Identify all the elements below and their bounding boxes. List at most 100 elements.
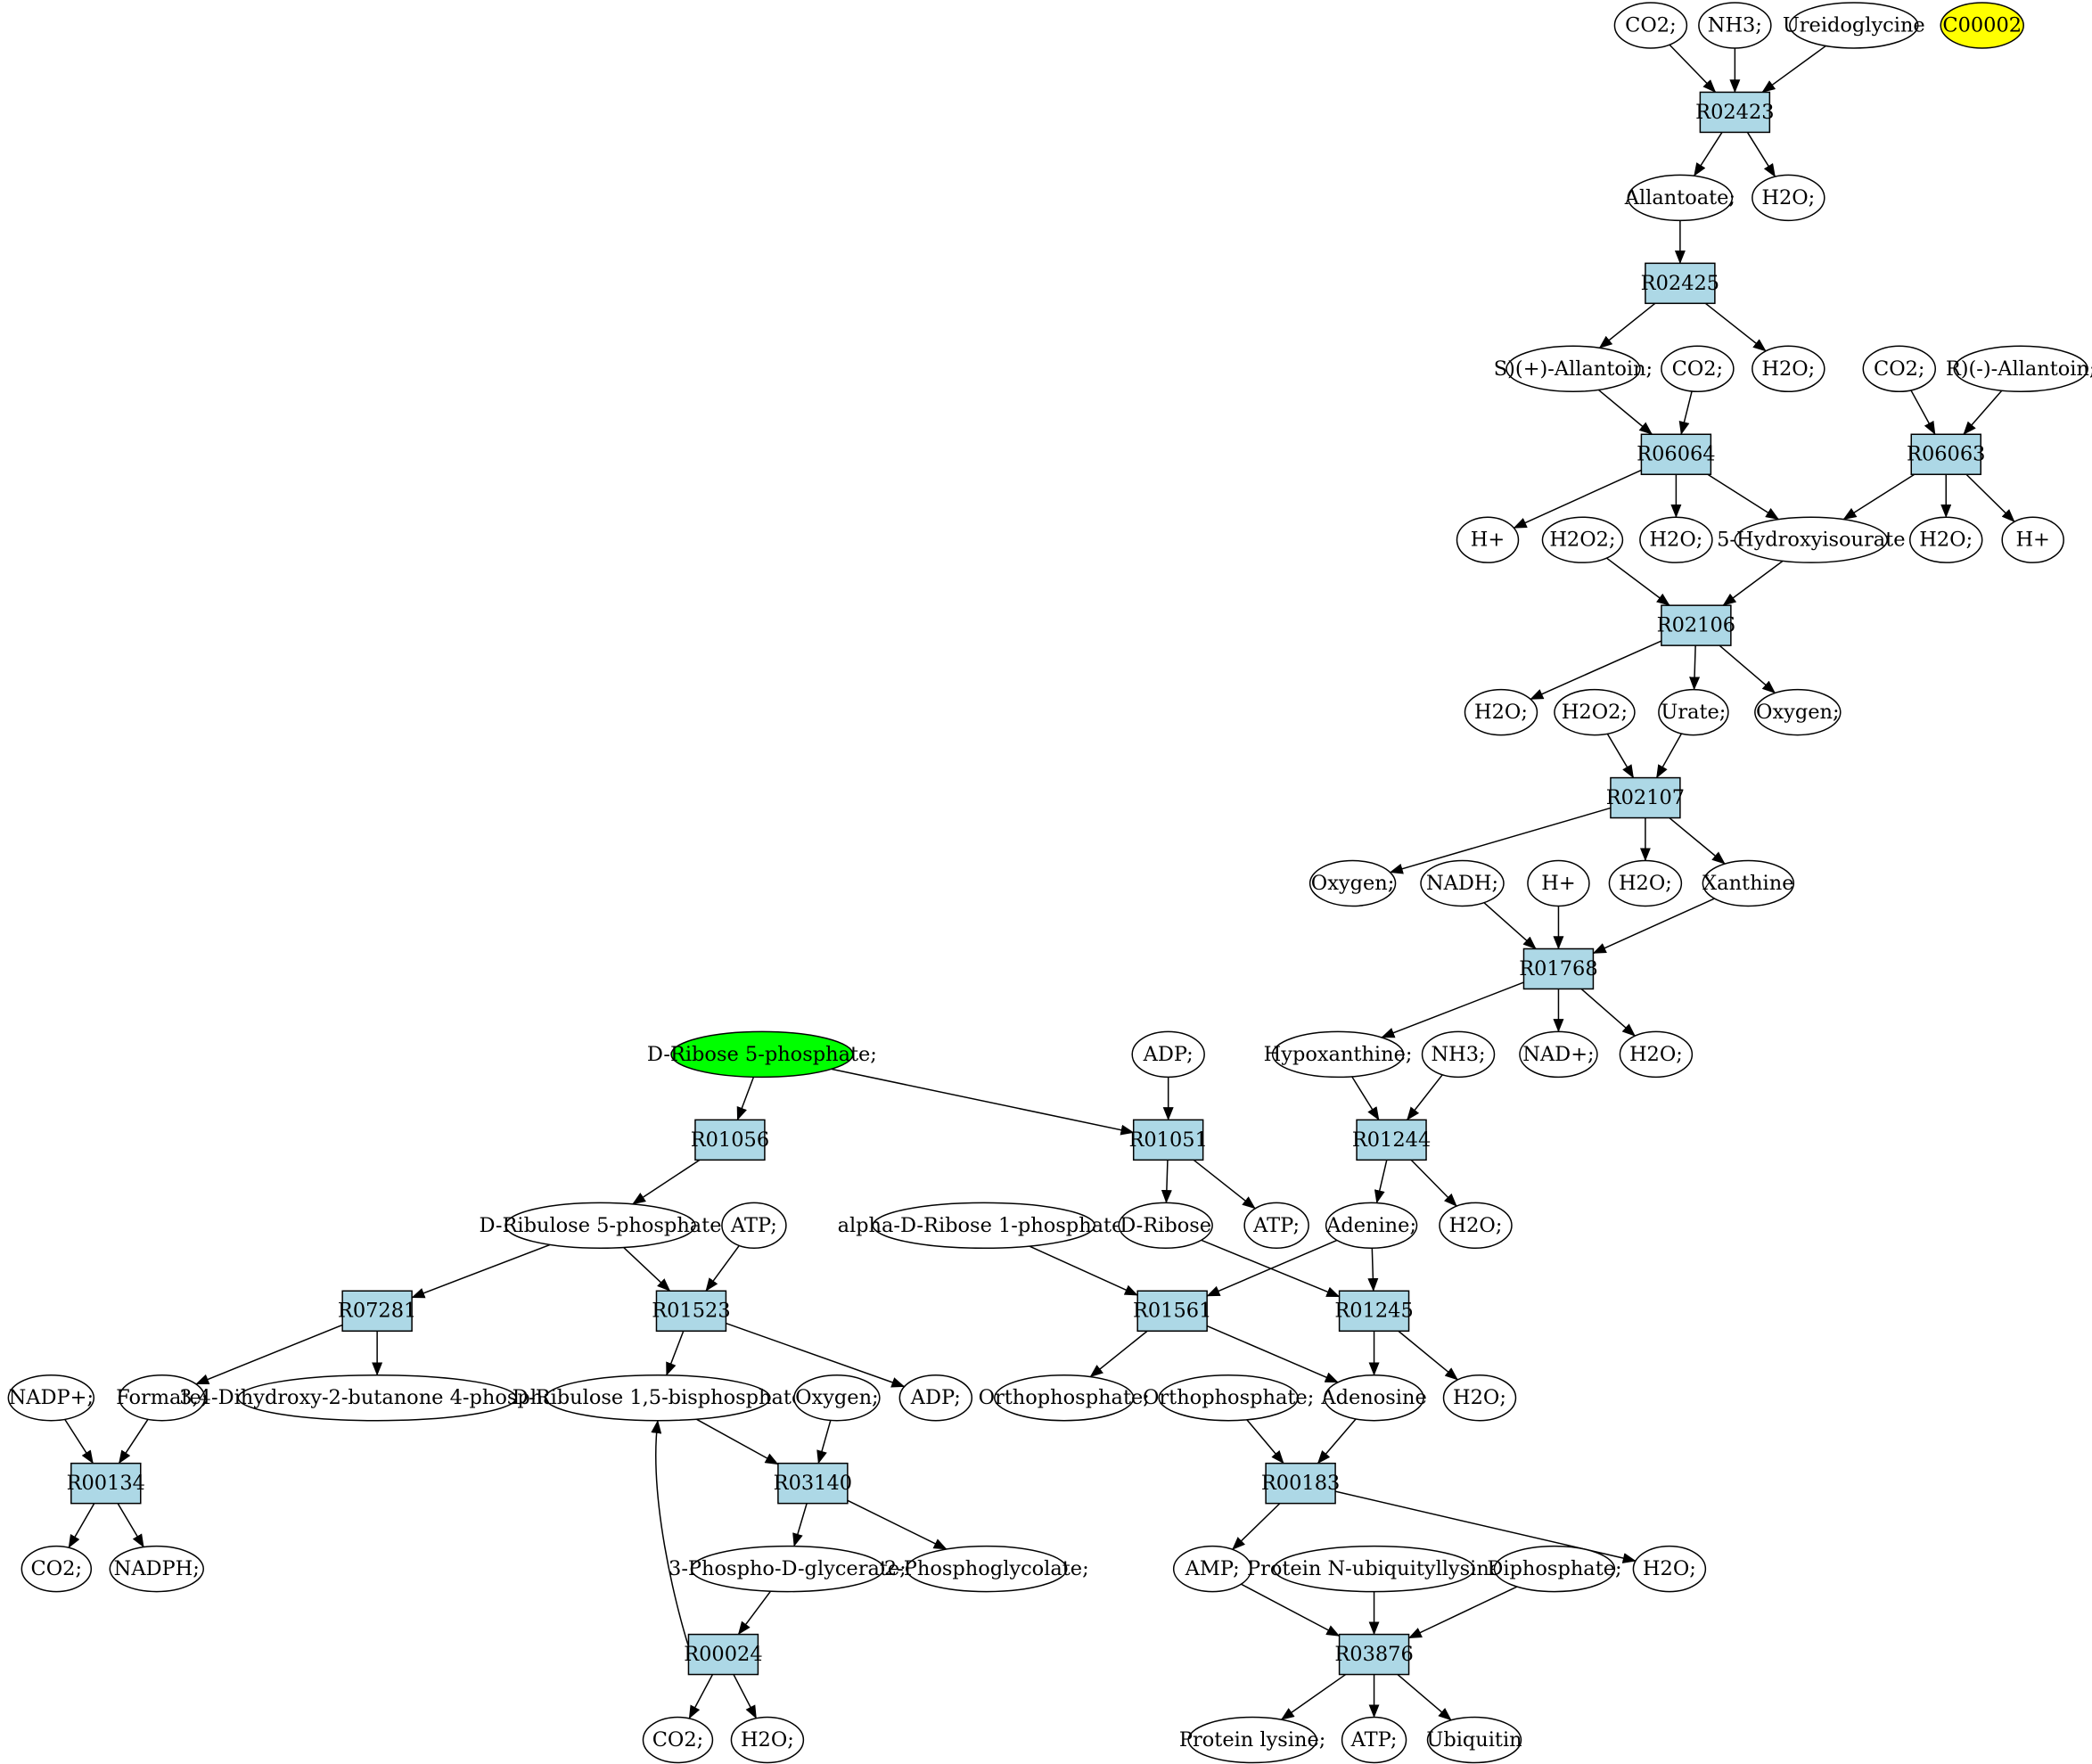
reaction-node-r_R01561[interactable]: R01561 bbox=[1133, 1290, 1211, 1332]
reaction-node-r_R01244[interactable]: R01244 bbox=[1352, 1119, 1431, 1161]
compound-node-c_c00002[interactable]: C00002 bbox=[1940, 2, 2024, 49]
edge-r_R02425-to-c_h2o_b bbox=[1704, 302, 1767, 352]
compound-node-c_h2o_h[interactable]: H2O; bbox=[1439, 1202, 1513, 1250]
compound-node-c_atp_a[interactable]: ATP; bbox=[721, 1202, 787, 1250]
compound-node-c_co2_b[interactable]: CO2; bbox=[1661, 345, 1735, 393]
reaction-node-r_R02425[interactable]: R02425 bbox=[1641, 262, 1719, 305]
compound-node-c_protein_ubiq[interactable]: Protein N-ubiquityllysine bbox=[1247, 1545, 1501, 1593]
reaction-node-r_R01523[interactable]: R01523 bbox=[652, 1290, 731, 1332]
compound-node-c_h2o_f[interactable]: H2O; bbox=[1608, 859, 1683, 907]
compound-ellipse bbox=[1661, 345, 1735, 393]
reaction-node-r_R03140[interactable]: R03140 bbox=[774, 1462, 852, 1505]
compound-node-c_adenosine[interactable]: Adenosine bbox=[1320, 1374, 1427, 1422]
compound-node-c_s_allantoin[interactable]: S)(+)-Allantoin; bbox=[1494, 345, 1653, 393]
node-label: R01244 bbox=[1352, 1128, 1431, 1152]
node-label: H2O2; bbox=[1562, 701, 1628, 724]
node-label: R00134 bbox=[67, 1472, 145, 1495]
compound-node-c_ureidoglycine[interactable]: Ureidoglycine bbox=[1783, 2, 1925, 49]
reaction-node-r_R02107[interactable]: R02107 bbox=[1606, 776, 1685, 819]
compound-ellipse bbox=[1658, 688, 1729, 736]
compound-node-c_nh3_a[interactable]: NH3; bbox=[1698, 2, 1772, 49]
compound-node-c_h2o_a[interactable]: H2O; bbox=[1752, 174, 1825, 222]
reaction-node-r_R00134[interactable]: R00134 bbox=[67, 1462, 145, 1505]
node-label: NADPH; bbox=[114, 1557, 200, 1580]
compound-node-c_ribulose5p[interactable]: D-Ribulose 5-phosphate bbox=[479, 1202, 722, 1250]
compound-node-c_co2_e[interactable]: CO2; bbox=[642, 1716, 714, 1764]
reaction-node-r_R02423[interactable]: R02423 bbox=[1695, 91, 1775, 134]
compound-node-c_2pglycolate[interactable]: 2-Phosphoglycolate; bbox=[884, 1545, 1089, 1593]
compound-node-c_hydroxyisourate[interactable]: 5-Hydroxyisourate bbox=[1717, 516, 1906, 563]
reaction-node-r_R06064[interactable]: R06064 bbox=[1637, 433, 1716, 475]
reaction-node-r_R01768[interactable]: R01768 bbox=[1519, 948, 1598, 990]
reaction-node-r_R03876[interactable]: R03876 bbox=[1334, 1633, 1414, 1676]
compound-ellipse bbox=[721, 1202, 787, 1250]
reaction-node-r_R07281[interactable]: R07281 bbox=[338, 1290, 416, 1332]
compound-ellipse bbox=[1464, 688, 1538, 736]
compound-ellipse bbox=[1158, 1374, 1299, 1422]
compound-node-c_nadpplus[interactable]: NADP+; bbox=[7, 1374, 95, 1422]
compound-node-c_h2o_g[interactable]: H2O; bbox=[1619, 1030, 1694, 1079]
compound-node-c_urate[interactable]: Urate; bbox=[1658, 688, 1729, 736]
compound-node-c_nadh[interactable]: NADH; bbox=[1420, 859, 1505, 907]
compound-ellipse bbox=[1527, 859, 1590, 907]
reaction-node-r_R02106[interactable]: R02106 bbox=[1657, 604, 1735, 646]
reaction-node-r_R00024[interactable]: R00024 bbox=[684, 1633, 763, 1676]
compound-node-c_nadph[interactable]: NADPH; bbox=[109, 1545, 204, 1593]
compound-node-c_hplus_c[interactable]: H+ bbox=[1527, 859, 1590, 907]
compound-node-c_h2o_i[interactable]: H2O; bbox=[1442, 1374, 1517, 1422]
compound-node-c_adp_b[interactable]: ADP; bbox=[898, 1374, 973, 1422]
edge-r_R02106-to-c_oxygen_a bbox=[1719, 644, 1776, 694]
reaction-node-r_R01245[interactable]: R01245 bbox=[1334, 1290, 1414, 1332]
compound-node-c_co2_a[interactable]: CO2; bbox=[1613, 2, 1688, 49]
compound-node-c_dribose[interactable]: D-Ribose bbox=[1118, 1202, 1213, 1250]
compound-node-c_hplus_b[interactable]: H+ bbox=[2001, 516, 2064, 563]
reaction-node-r_R01051[interactable]: R01051 bbox=[1128, 1119, 1208, 1161]
compound-node-c_h2o_d[interactable]: H2O; bbox=[1909, 516, 1983, 563]
compound-node-c_allantoate[interactable]: Allantoate; bbox=[1624, 174, 1735, 222]
compound-node-c_h2o_j[interactable]: H2O; bbox=[1632, 1545, 1707, 1593]
compound-node-c_ribulose15bp[interactable]: D-Ribulose 1,5-bisphosphate bbox=[513, 1374, 804, 1422]
compound-node-c_h2o_e[interactable]: H2O; bbox=[1464, 688, 1538, 736]
compound-node-c_nadplus[interactable]: NAD+; bbox=[1519, 1030, 1598, 1079]
compound-node-c_r_allantoin[interactable]: R)(-)-Allantoin; bbox=[1946, 345, 2092, 393]
compound-ellipse bbox=[1421, 1030, 1496, 1079]
node-label: R01245 bbox=[1334, 1300, 1413, 1323]
reaction-node-r_R01056[interactable]: R01056 bbox=[691, 1119, 769, 1161]
compound-node-c_hypoxanthine[interactable]: Hypoxanthine; bbox=[1264, 1030, 1413, 1079]
compound-node-c_adp_a[interactable]: ADP; bbox=[1131, 1030, 1205, 1079]
compound-node-c_co2_c[interactable]: CO2; bbox=[1862, 345, 1936, 393]
compound-node-c_diphosphate[interactable]: Diphosphate; bbox=[1487, 1545, 1622, 1593]
compound-node-c_oxygen_c[interactable]: Oxygen; bbox=[793, 1374, 881, 1422]
reaction-node-r_R06063[interactable]: R06063 bbox=[1907, 433, 1985, 475]
compound-node-c_3pg[interactable]: 3-Phospho-D-glycerate; bbox=[669, 1545, 907, 1593]
compound-node-c_oxygen_b[interactable]: Oxygen; bbox=[1309, 859, 1397, 907]
compound-node-c_oxygen_a[interactable]: Oxygen; bbox=[1754, 688, 1842, 736]
compound-node-c_xanthine[interactable]: Xanthine bbox=[1702, 859, 1795, 907]
compound-node-c_protein_lysine[interactable]: Protein lysine; bbox=[1179, 1716, 1325, 1764]
compound-node-c_orthophosphate_b[interactable]: Orthophosphate; bbox=[1143, 1374, 1314, 1422]
compound-node-c_atp_c[interactable]: ATP; bbox=[1341, 1716, 1407, 1764]
reaction-node-r_R00183[interactable]: R00183 bbox=[1261, 1462, 1340, 1505]
compound-node-c_ubiquitin[interactable]: Ubiquitin bbox=[1426, 1716, 1522, 1764]
compound-node-c_dihydroxybutanone[interactable]: 3,4-Dihydroxy-2-butanone 4-phosphate bbox=[179, 1374, 575, 1422]
compound-node-c_h2o2_a[interactable]: H2O2; bbox=[1541, 516, 1624, 563]
compound-node-c_h2o_k[interactable]: H2O; bbox=[730, 1716, 805, 1764]
compound-node-c_formate[interactable]: Formate; bbox=[116, 1374, 208, 1422]
compound-node-c_co2_d[interactable]: CO2; bbox=[21, 1545, 93, 1593]
compound-ellipse bbox=[872, 1202, 1095, 1250]
compound-ellipse bbox=[109, 1545, 204, 1593]
compound-node-c_h2o_c[interactable]: H2O; bbox=[1639, 516, 1713, 563]
compound-node-c_amp[interactable]: AMP; bbox=[1172, 1545, 1252, 1593]
compound-node-c_h2o2_b[interactable]: H2O2; bbox=[1554, 688, 1636, 736]
compound-node-c_nh3_b[interactable]: NH3; bbox=[1421, 1030, 1496, 1079]
compound-ellipse bbox=[730, 1716, 805, 1764]
compound-node-c_atp_b[interactable]: ATP; bbox=[1243, 1202, 1309, 1250]
node-label: Adenine; bbox=[1325, 1214, 1416, 1237]
compound-node-c_ribose5p[interactable]: D-Ribose 5-phosphate; bbox=[647, 1030, 877, 1079]
edge-c_ribose5p-to-r_R01056 bbox=[736, 1076, 755, 1121]
compound-node-c_hplus_a[interactable]: H+ bbox=[1456, 516, 1520, 563]
compound-node-c_orthophosphate_a[interactable]: Orthophosphate; bbox=[979, 1374, 1150, 1422]
compound-node-c_alpha_ribose1p[interactable]: alpha-D-Ribose 1-phosphate; bbox=[838, 1202, 1130, 1250]
compound-node-c_h2o_b[interactable]: H2O; bbox=[1752, 345, 1825, 393]
compound-node-c_adenine[interactable]: Adenine; bbox=[1325, 1202, 1418, 1250]
